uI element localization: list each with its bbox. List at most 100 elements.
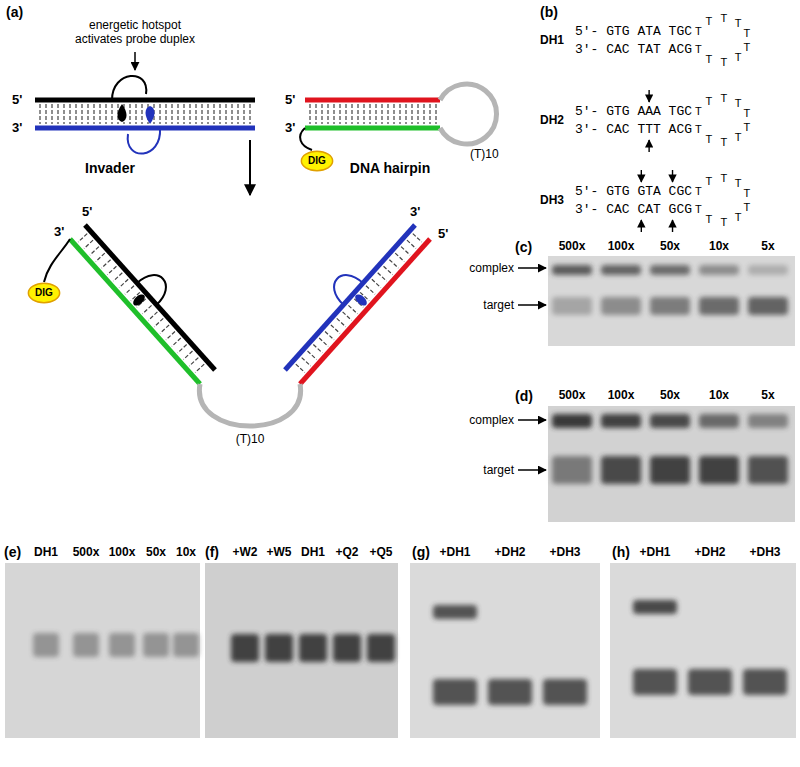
base-pair-tick <box>308 351 317 359</box>
gel-band <box>601 297 641 315</box>
base-pair-tick <box>369 104 370 124</box>
gel-image <box>548 256 795 346</box>
band-pointer <box>518 304 546 306</box>
gel-band <box>699 265 739 275</box>
base-pair-tick <box>87 104 88 124</box>
base-pair-tick <box>337 318 346 326</box>
base-pair-tick <box>249 104 250 124</box>
sequence: 3'- CAC TAT ACG <box>575 42 692 58</box>
base-pair-tick <box>401 247 410 255</box>
gel-band <box>633 600 677 614</box>
gel-image <box>548 406 795 522</box>
gel-band <box>367 634 395 662</box>
gel-band <box>299 634 327 662</box>
base-pair-tick <box>195 104 196 124</box>
gel-band <box>601 456 641 484</box>
gel-band <box>552 414 592 428</box>
sequence: 5'- GTG GTA CGC <box>575 184 692 200</box>
base-pair-tick <box>357 104 358 124</box>
label-tag: DIG <box>300 150 334 172</box>
loop-base: T <box>705 15 712 28</box>
band-pointer <box>518 469 546 471</box>
complex-strand <box>85 225 215 370</box>
base-pair-tick <box>387 104 388 124</box>
reaction-arrow <box>249 140 251 195</box>
base-pair-tick <box>111 104 112 124</box>
base-pair-tick <box>93 104 94 124</box>
base-pair-tick <box>384 266 393 274</box>
base-pair-tick <box>378 273 387 281</box>
base-pair-tick <box>348 305 357 313</box>
base-pair-tick <box>363 104 364 124</box>
sequence: 5'- GTG ATA TGC <box>575 24 692 40</box>
dig-linker <box>300 128 312 150</box>
gel-band <box>748 265 788 275</box>
lane-label: 500x <box>559 239 586 253</box>
base-pair-tick <box>143 305 152 313</box>
lane-label: 50x <box>660 239 680 253</box>
gel-band <box>231 634 259 662</box>
base-pair-tick <box>237 104 238 124</box>
hairpin-loop <box>199 384 300 426</box>
lane-label: 50x <box>146 545 166 559</box>
loop-base: T <box>735 97 742 110</box>
complex-strand <box>285 225 415 370</box>
base-pair-tick <box>417 104 418 124</box>
intercalator <box>146 106 155 124</box>
tag-text: DIG <box>300 150 334 172</box>
base-pair-tick <box>105 104 106 124</box>
invader-strand <box>35 126 255 131</box>
base-pair-tick <box>154 318 163 326</box>
lane-label: +Q5 <box>369 545 392 559</box>
loop-base: T <box>720 172 727 185</box>
loop-base: T <box>705 175 712 188</box>
base-pair-tick <box>63 104 64 124</box>
base-pair-tick <box>172 338 181 346</box>
mutation-arrow <box>641 220 642 232</box>
base-pair-tick <box>84 240 93 248</box>
gel-band <box>748 456 788 484</box>
tag-text: DIG <box>27 282 61 304</box>
base-pair-tick <box>177 104 178 124</box>
gel-band <box>633 669 677 695</box>
lane-label: 10x <box>709 388 729 402</box>
gel-band <box>33 633 59 657</box>
lane-label: 100x <box>608 239 635 253</box>
gel-bands <box>33 265 788 705</box>
base-pair-tick <box>129 104 130 124</box>
base-pair-tick <box>225 104 226 124</box>
complex-strand <box>300 239 430 384</box>
base-pair-tick <box>372 279 381 287</box>
base-pair-tick <box>395 253 404 261</box>
loop-base: T <box>735 131 742 144</box>
dig-linker <box>44 239 70 282</box>
invader-strand <box>35 98 255 103</box>
lane-label: 100x <box>608 388 635 402</box>
loop-base: T <box>735 177 742 190</box>
hairpin-name: DH2 <box>540 113 564 127</box>
hairpin-name: DH1 <box>540 33 564 47</box>
gel-band <box>650 456 690 484</box>
base-pair-tick <box>107 266 116 274</box>
base-pair-tick <box>69 104 70 124</box>
base-pair-tick <box>381 104 382 124</box>
gel-band <box>699 414 739 428</box>
band-pointer <box>518 267 546 269</box>
base-pair-tick <box>315 104 316 124</box>
loop-base: T <box>695 25 702 38</box>
loop-base: T <box>705 213 712 226</box>
loop-base: T <box>695 43 702 56</box>
intercalator-linker <box>112 76 146 100</box>
label-tag: DIG <box>27 282 61 304</box>
intercalator-linker <box>128 128 160 154</box>
gel-band <box>552 456 592 484</box>
base-pair-tick <box>319 338 328 346</box>
loop-base: T <box>743 41 750 54</box>
strand-end: 3' <box>285 120 295 136</box>
base-pair-tick <box>343 312 352 320</box>
gel-band <box>601 265 641 275</box>
panel-letter: (e) <box>4 544 21 561</box>
loop-base: T <box>720 216 727 229</box>
base-pair-tick <box>113 273 122 281</box>
lane-label: +DH1 <box>439 545 470 559</box>
